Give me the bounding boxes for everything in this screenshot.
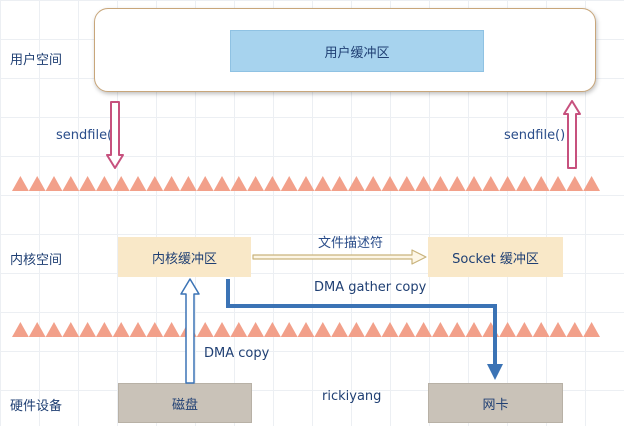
boundary-triangle	[583, 176, 600, 191]
boundary-triangle	[348, 322, 365, 337]
boundary-triangle	[499, 322, 516, 337]
boundary-triangle	[96, 322, 113, 337]
kernel-buffer-box: 内核缓冲区	[118, 237, 251, 277]
author-label: rickiyang	[322, 389, 382, 404]
boundary-triangle	[163, 176, 180, 191]
boundary-triangle	[163, 322, 180, 337]
boundary-triangle	[549, 176, 567, 191]
dma-gather-copy-arrow	[226, 279, 497, 366]
file-descriptor-label: 文件描述符	[318, 236, 384, 251]
boundary-triangle	[28, 322, 46, 337]
dma-copy-label: DMA copy	[204, 346, 270, 361]
boundary-triangle	[297, 322, 315, 337]
file-descriptor-arrow	[252, 249, 427, 265]
boundary-triangle	[566, 322, 584, 337]
dma-gather-copy-arrowhead	[487, 364, 503, 380]
boundary-triangle	[364, 322, 382, 337]
boundary-triangle	[112, 176, 130, 191]
boundary-triangle	[516, 322, 533, 337]
boundary-triangle	[12, 322, 29, 337]
boundary-triangle	[79, 176, 96, 191]
boundary-triangle	[180, 176, 197, 191]
boundary-triangle	[348, 176, 365, 191]
boundary-triangle	[28, 176, 46, 191]
boundary-triangle	[482, 176, 500, 191]
sendfile-up-arrow	[563, 100, 581, 169]
sendfile-left-label: sendfile()	[56, 128, 118, 143]
boundary-triangle	[381, 176, 399, 191]
user-space-label: 用户空间	[10, 53, 63, 68]
boundary-triangle	[112, 322, 130, 337]
boundary-triangle	[264, 322, 281, 337]
boundary-triangle	[465, 322, 483, 337]
boundary-triangle	[465, 176, 483, 191]
boundary-triangle	[129, 176, 147, 191]
boundary-triangle	[146, 322, 164, 337]
hardware-label: 硬件设备	[10, 399, 63, 414]
user-kernel-boundary	[12, 176, 600, 191]
boundary-triangle	[381, 322, 399, 337]
boundary-triangle	[432, 176, 449, 191]
boundary-triangle	[280, 176, 298, 191]
boundary-triangle	[280, 322, 298, 337]
sendfile-down-arrow	[106, 101, 124, 169]
boundary-triangle	[314, 322, 332, 337]
boundary-triangle	[448, 322, 466, 337]
boundary-triangle	[62, 322, 80, 337]
boundary-triangle	[331, 322, 348, 337]
boundary-triangle	[129, 322, 147, 337]
boundary-triangle	[583, 322, 600, 337]
boundary-triangle	[415, 322, 432, 337]
boundary-triangle	[12, 176, 29, 191]
boundary-triangle	[196, 322, 214, 337]
dma-copy-arrow	[180, 278, 200, 384]
disk-box: 磁盘	[118, 383, 252, 423]
boundary-triangle	[532, 176, 550, 191]
boundary-triangle	[566, 176, 584, 191]
boundary-triangle	[146, 176, 164, 191]
boundary-triangle	[331, 176, 348, 191]
boundary-triangle	[230, 322, 248, 337]
boundary-triangle	[364, 176, 382, 191]
boundary-triangle	[79, 322, 96, 337]
boundary-triangle	[549, 322, 567, 337]
boundary-triangle	[247, 176, 264, 191]
boundary-triangle	[314, 176, 332, 191]
kernel-hardware-boundary	[12, 322, 600, 337]
sendfile-right-label: sendfile()	[504, 128, 566, 143]
nic-box: 网卡	[428, 383, 563, 423]
socket-buffer-box: Socket 缓冲区	[428, 237, 563, 277]
dma-gather-copy-label: DMA gather copy	[314, 280, 427, 295]
boundary-triangle	[45, 176, 63, 191]
boundary-triangle	[213, 322, 231, 337]
boundary-triangle	[398, 322, 416, 337]
boundary-triangle	[230, 176, 248, 191]
boundary-triangle	[96, 176, 113, 191]
boundary-triangle	[499, 176, 516, 191]
boundary-triangle	[62, 176, 80, 191]
boundary-triangle	[297, 176, 315, 191]
boundary-triangle	[532, 322, 550, 337]
boundary-triangle	[415, 176, 432, 191]
boundary-triangle	[213, 176, 231, 191]
boundary-triangle	[448, 176, 466, 191]
boundary-triangle	[432, 322, 449, 337]
boundary-triangle	[516, 176, 533, 191]
boundary-triangle	[196, 176, 214, 191]
boundary-triangle	[247, 322, 264, 337]
boundary-triangle	[45, 322, 63, 337]
boundary-triangle	[264, 176, 281, 191]
kernel-space-label: 内核空间	[10, 253, 63, 268]
user-buffer-box: 用户缓冲区	[230, 30, 484, 72]
boundary-triangle	[398, 176, 416, 191]
